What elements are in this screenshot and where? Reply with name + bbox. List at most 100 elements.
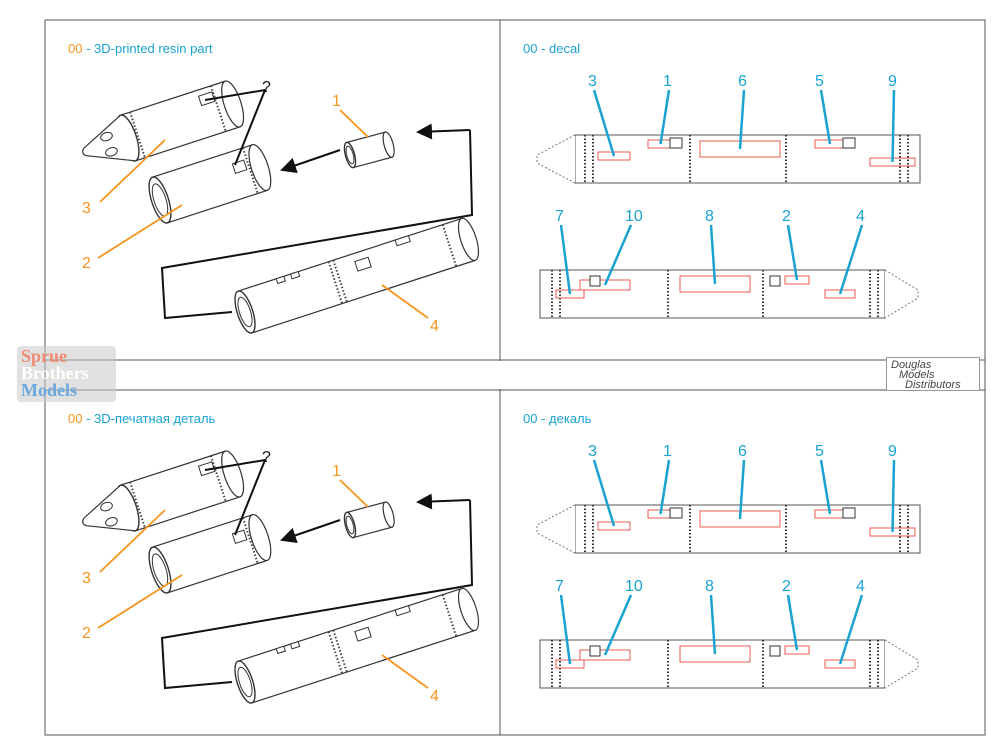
leader-line [819,89,832,145]
leader-line [339,479,369,508]
cylinder-face [234,660,256,704]
leader-line [838,224,864,295]
cylinder-end [248,513,272,562]
question-mark: ? [262,449,271,466]
question-leader [204,458,267,536]
rivet-band [129,481,146,529]
decal-label-10: 10 [625,578,643,595]
decal-label-9: 9 [888,73,897,90]
pod-nose [884,269,919,319]
leader-line [659,89,671,145]
cylinder-face [343,141,357,169]
hatch-panel [275,645,287,655]
part-4-pod [234,587,480,704]
pod-nose [884,639,919,689]
decal-pod: 7 10 8 2 4 [539,208,919,319]
part-label-1: 1 [332,463,341,480]
decal-label-3: 3 [588,443,597,460]
panel-title-text: - декаль [537,411,591,426]
panel-code: 00 [523,411,537,426]
decal-label-9: 9 [888,443,897,460]
hatch-panel [289,640,301,650]
part-label-2: 2 [82,625,91,642]
cylinder-bore [345,515,355,535]
nose-vent [100,131,113,142]
part-label-3: 3 [82,200,91,217]
decal-label-2: 2 [782,578,791,595]
part-label-3: 3 [82,570,91,587]
decal-marking [579,279,631,291]
leader-line [99,139,166,203]
leader-line [709,224,717,285]
assembly-line [160,499,474,690]
decal-label-2: 2 [782,208,791,225]
rivet-band [441,594,458,637]
hatch-panel [394,235,411,247]
douglas-models-watermark: Douglas Models Distributors [886,357,980,391]
nose-vent [105,147,118,157]
assembly-line [280,149,341,173]
part-1-adapter [343,131,395,169]
leader-line [603,594,633,656]
hatch-panel [769,275,781,287]
cylinder-end [382,131,395,158]
leader-line [838,594,864,665]
wm-line: Sprue [21,346,68,366]
decal-label-4: 4 [856,208,865,225]
decal-label-3: 3 [588,73,597,90]
assembly-line [416,493,471,510]
cylinder-face [148,176,172,224]
assembly-line [280,519,341,543]
part-3-nose-section [82,80,245,162]
part-1-adapter [343,501,395,539]
decal-label-8: 8 [705,208,714,225]
assembly-line [416,123,471,140]
panel-title: 00 - декаль [523,411,592,426]
cylinder-end [221,450,245,498]
leader-line [891,459,896,533]
decal-label-7: 7 [555,208,564,225]
cylinder-end [382,501,395,528]
leader-line [339,109,369,138]
cylinder-bore [237,666,253,698]
hatch-panel [669,137,683,149]
decal-label-10: 10 [625,208,643,225]
assembly-line [160,129,474,320]
rivet-band [332,629,348,673]
wm-line: Models [21,380,77,400]
hatch-panel [289,270,301,280]
nose-vent [100,501,113,512]
hatch-panel [354,256,372,272]
rivet-band [327,631,344,674]
decal-label-6: 6 [738,73,747,90]
leader-line [786,594,799,651]
pod-body [574,504,921,554]
cylinder-end [457,217,480,262]
leader-line [559,224,572,295]
panel-title-text: - decal [537,41,580,56]
nose-cone [82,484,136,532]
panel-title-text: - 3D-printed resin part [82,41,212,56]
part-label-1: 1 [332,93,341,110]
leader-line [786,224,799,281]
pod-nose [536,504,576,554]
panel-code: 00 [68,41,82,56]
cylinder-end [457,587,480,632]
leader-line [381,654,429,689]
hatch-panel [842,137,856,149]
cylinder-face [343,511,357,539]
cylinder-bore [237,296,253,328]
decal-label-1: 1 [663,443,672,460]
decal-label-4: 4 [856,578,865,595]
rivet-band [441,224,458,267]
panel-code: 00 [523,41,537,56]
leader-line [603,224,633,286]
hatch-panel [394,605,411,617]
leader-line [819,459,832,515]
